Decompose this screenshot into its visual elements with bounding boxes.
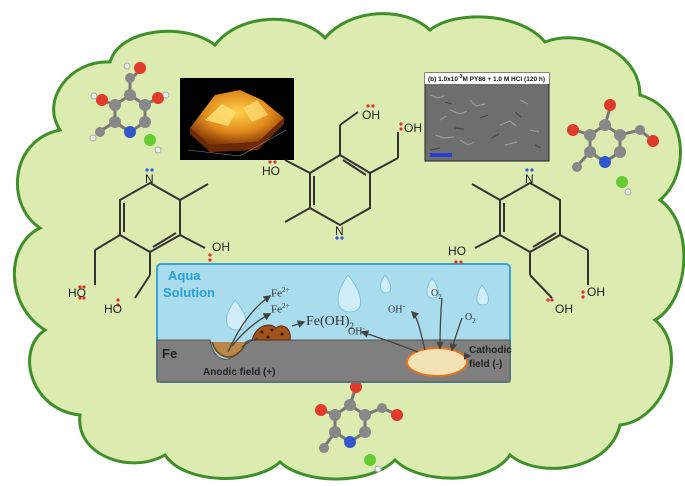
arrow-fe-ion-up — [227, 295, 272, 353]
o2-right-formula: O — [465, 312, 473, 323]
o2-right-subscript: 2 — [472, 317, 476, 325]
arrow-fe-ion-2 — [231, 313, 272, 347]
cathodic-field-label-1: Cathodic — [469, 345, 512, 356]
anodic-field-label: Anodic field (+) — [203, 367, 276, 378]
oh-mid-charge: - — [362, 324, 365, 332]
oh-right-label: OH- — [388, 302, 405, 315]
oh-right-charge: - — [402, 302, 405, 310]
arrow-oh-mid — [360, 330, 419, 353]
arrow-o2-right — [449, 317, 463, 352]
cathodic-field-label-2: field (-) — [469, 359, 503, 370]
o2-left-label: O2 — [431, 288, 442, 301]
oh-mid-formula: OH — [348, 326, 363, 338]
aqua-label: Aqua — [168, 268, 201, 283]
atom-n-left: N — [145, 172, 154, 186]
structure-right — [471, 181, 589, 299]
molecule-3d-bottom — [315, 381, 403, 473]
molecule-3d-top-left — [89, 62, 170, 154]
sem-caption-exponent: -3 — [458, 74, 463, 80]
fe-ion-lower-symbol: Fe — [271, 303, 282, 316]
fe-ion-upper-symbol: Fe — [271, 287, 282, 300]
water-drop — [226, 299, 247, 331]
o2-left-subscript: 2 — [438, 293, 442, 301]
fe-ion-lower-charge: 2+ — [282, 302, 290, 310]
structure-left — [94, 181, 209, 299]
arrow-oh-right — [410, 310, 426, 351]
fe-ion-upper: Fe2+ — [271, 286, 289, 300]
sem-caption: (b) 1.0x10-3M PY86 + 1.0 M HCl (120 h) — [428, 74, 545, 83]
fe-oh2-label: Fe(OH)2 — [306, 314, 354, 331]
atom-oh-center-2: OH — [404, 121, 422, 135]
oh-right-formula: OH — [388, 304, 403, 316]
water-drop — [476, 284, 489, 306]
atom-oh-right-1: OH — [587, 285, 605, 299]
sem-surface-image — [424, 72, 550, 162]
atom-ho-left-2: HO — [104, 302, 122, 316]
solution-label: Solution — [163, 285, 215, 300]
fe-oh2-formula: Fe(OH) — [306, 314, 350, 329]
o2-right-label: O2 — [465, 312, 476, 325]
fe-ion-upper-charge: 2+ — [282, 286, 290, 294]
sem-caption-rest: M PY86 + 1.0 M HCl (120 h) — [462, 76, 545, 84]
atom-oh-center-1: OH — [362, 108, 380, 122]
arrow-o2-left — [436, 297, 444, 350]
oh-mid-label: OH- — [348, 324, 365, 337]
molecule-3d-top-right — [567, 99, 659, 196]
water-drop — [426, 277, 439, 299]
atom-n-right: N — [525, 172, 534, 186]
atom-ho-center: HO — [262, 164, 280, 178]
atom-n-center: N — [335, 224, 344, 238]
afm-surface-image — [180, 78, 294, 160]
fe-oh2-subscript: 2 — [349, 320, 355, 331]
atom-oh-left: OH — [212, 240, 230, 254]
atom-ho-left-1: HO — [68, 286, 86, 300]
fe-label: Fe — [162, 346, 178, 361]
rust-deposit — [251, 324, 291, 341]
fe-ion-lower: Fe2+ — [271, 302, 289, 316]
atom-oh-right-2: OH — [555, 302, 573, 316]
atom-ho-right: HO — [448, 244, 466, 258]
structure-center — [284, 111, 399, 227]
o2-left-formula: O — [431, 288, 439, 299]
water-drop — [337, 274, 362, 313]
water-drop — [380, 274, 392, 294]
arrow-to-feoh2 — [291, 320, 306, 328]
sem-caption-prefix: (b) 1.0x10 — [428, 76, 458, 84]
